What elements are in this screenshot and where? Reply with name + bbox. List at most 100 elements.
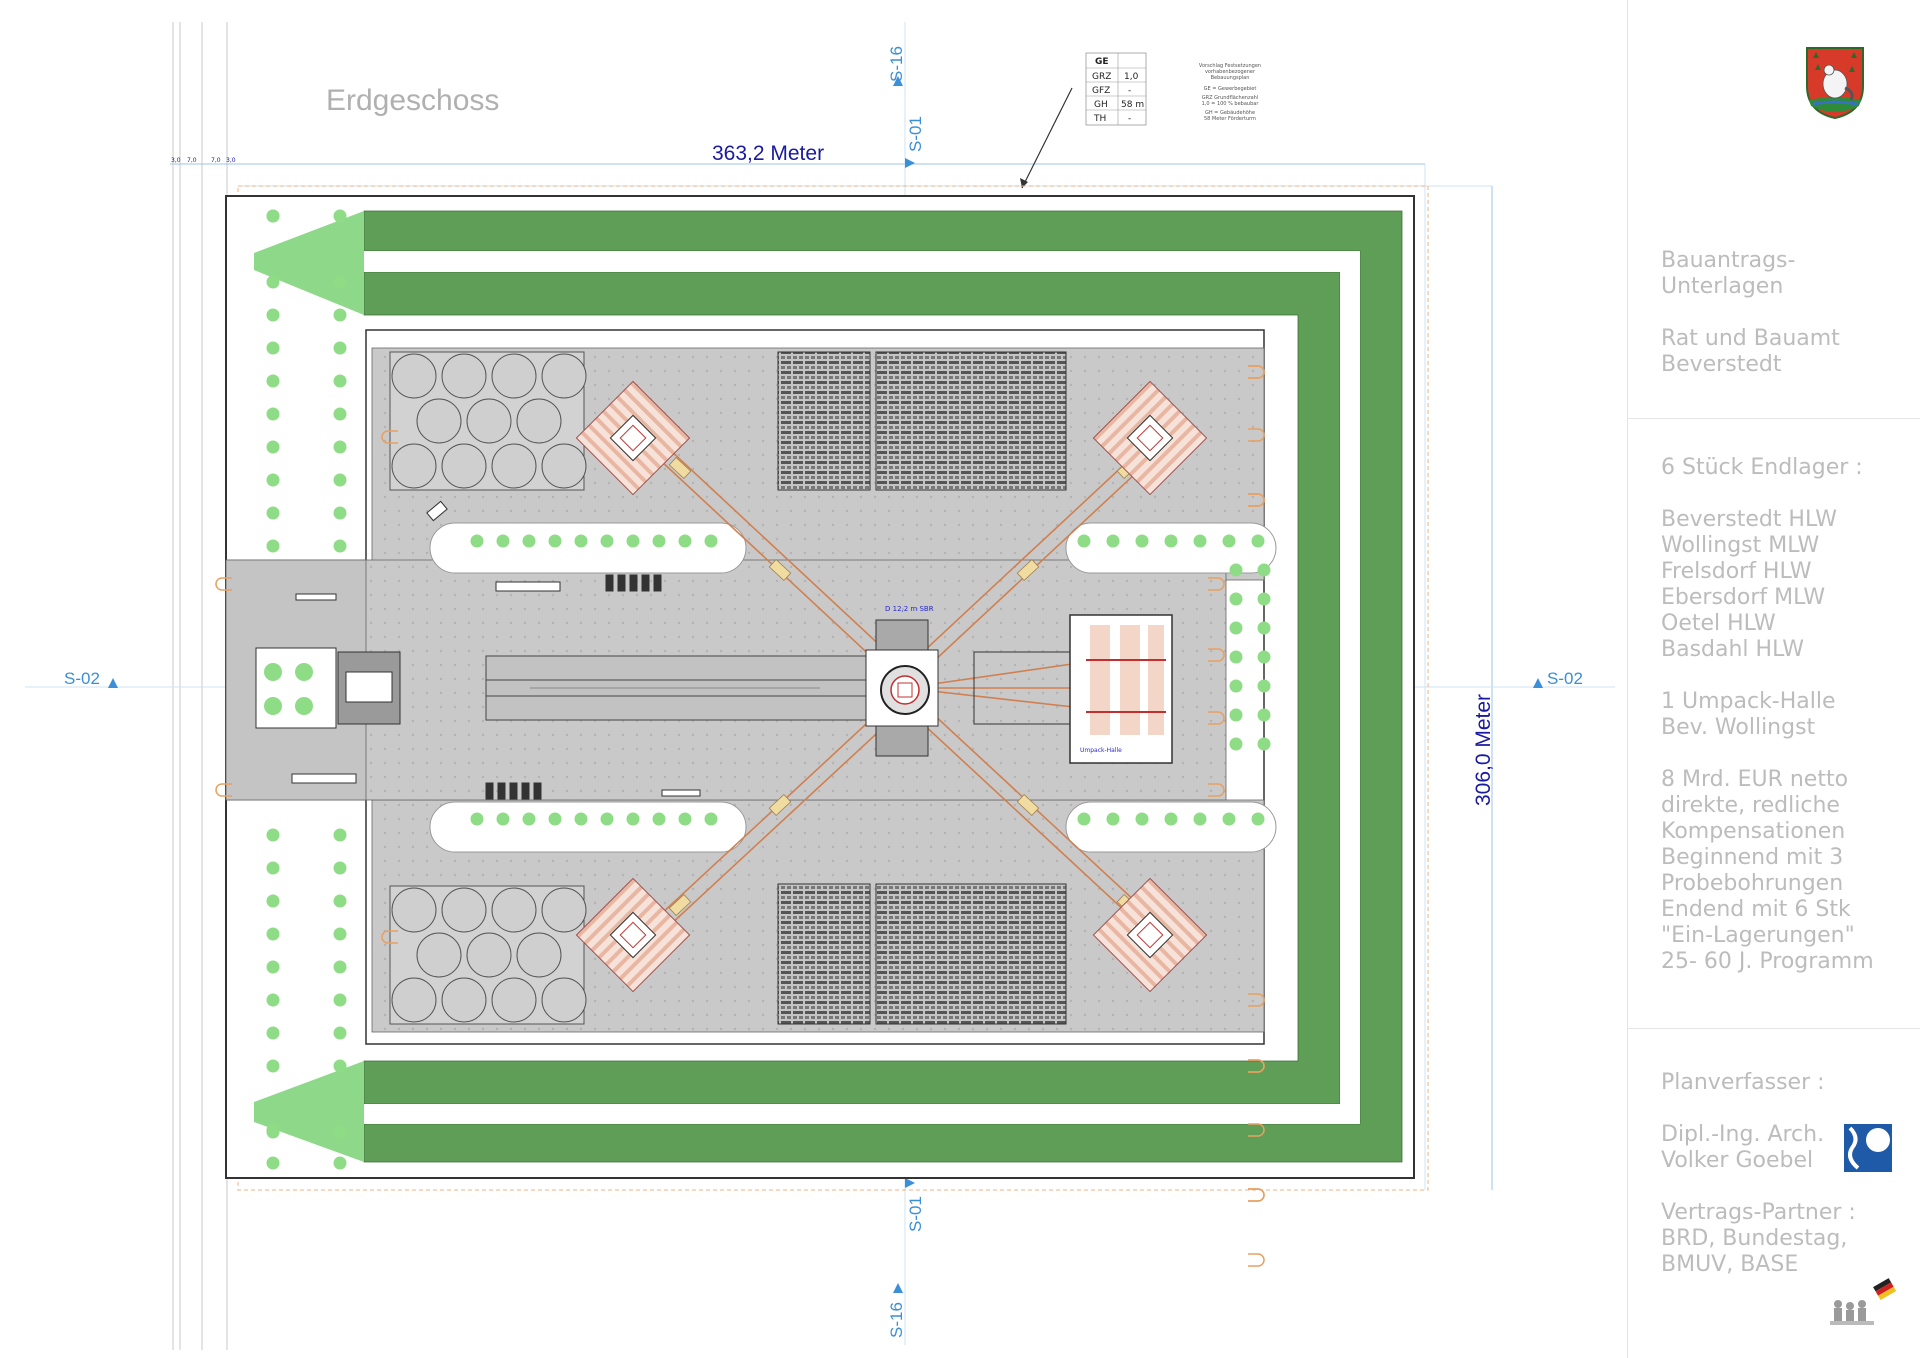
gate-marker bbox=[1248, 993, 1265, 1007]
site-line: Ebersdorf MLW bbox=[1661, 585, 1826, 610]
tree bbox=[1229, 708, 1243, 722]
tree bbox=[266, 275, 280, 289]
gate-marker bbox=[381, 430, 398, 444]
tree bbox=[266, 308, 280, 322]
tree bbox=[333, 539, 347, 553]
tree bbox=[1164, 812, 1178, 826]
gate-marker bbox=[1248, 493, 1265, 507]
gate-marker bbox=[381, 930, 398, 944]
gate-marker bbox=[215, 783, 232, 797]
tree bbox=[600, 534, 614, 548]
legend-note: 1,0 = 100 % bebaubar bbox=[1202, 101, 1260, 107]
section-markers: S-16 S-01 S-01 S-16 S-02 S-02 bbox=[64, 46, 1583, 1338]
legend-note: GE = Gewerbegebiet bbox=[1204, 86, 1257, 92]
tree bbox=[1222, 534, 1236, 548]
tree bbox=[266, 993, 280, 1007]
tree bbox=[333, 1125, 347, 1139]
tree bbox=[266, 960, 280, 974]
silo bbox=[416, 932, 462, 978]
tree bbox=[1106, 812, 1120, 826]
tree bbox=[333, 440, 347, 454]
municipal-crest-icon bbox=[1805, 46, 1865, 120]
silo bbox=[491, 353, 537, 399]
tree bbox=[1257, 708, 1271, 722]
tree bbox=[1257, 563, 1271, 577]
entrance-building bbox=[255, 647, 401, 729]
section-arrow-icon bbox=[893, 1283, 903, 1293]
silo bbox=[441, 353, 487, 399]
leader-line bbox=[1021, 87, 1073, 189]
tree bbox=[266, 407, 280, 421]
tree bbox=[266, 473, 280, 487]
tree bbox=[266, 1059, 280, 1073]
miners-figures-icon bbox=[1830, 1296, 1874, 1326]
section-label-s02-right: S-02 bbox=[1547, 669, 1583, 688]
tree bbox=[333, 473, 347, 487]
tree bbox=[333, 374, 347, 388]
silo bbox=[466, 398, 512, 444]
silo bbox=[516, 398, 562, 444]
tree bbox=[266, 341, 280, 355]
tree bbox=[522, 534, 536, 548]
hall-line: Bev. Wollingst bbox=[1661, 715, 1816, 740]
section-arrow-icon bbox=[905, 1178, 915, 1188]
project-block: Bauantrags- Unterlagen Rat und Bauamt Be… bbox=[1661, 248, 1911, 378]
planter-islands bbox=[429, 522, 1277, 853]
info-sidebar: Bauantrags- Unterlagen Rat und Bauamt Be… bbox=[1627, 0, 1920, 1358]
author-block: Planverfasser : Dipl.-Ing. Arch. Volker … bbox=[1661, 1070, 1911, 1278]
gate-marker bbox=[1248, 1253, 1265, 1267]
program-heading: 6 Stück Endlager : bbox=[1661, 455, 1863, 480]
section-arrow-icon bbox=[905, 158, 915, 168]
site-line: Beverstedt HLW bbox=[1661, 507, 1837, 532]
budget-line: 25- 60 J. Programm bbox=[1661, 949, 1874, 974]
gate-marker bbox=[1248, 1188, 1265, 1202]
budget-line: "Ein-Lagerungen" bbox=[1661, 923, 1855, 948]
tree bbox=[1257, 737, 1271, 751]
tree bbox=[1135, 812, 1149, 826]
tree bbox=[1229, 650, 1243, 664]
tree-markers bbox=[266, 209, 1271, 1170]
tree bbox=[1251, 812, 1265, 826]
section-label-s02-left: S-02 bbox=[64, 669, 100, 688]
tree bbox=[333, 828, 347, 842]
author-line: Dipl.-Ing. Arch. bbox=[1661, 1122, 1825, 1147]
gate-markers bbox=[215, 365, 1265, 1267]
zone-key: GH bbox=[1094, 100, 1108, 110]
section-arrow-icon bbox=[1533, 678, 1543, 688]
silo bbox=[441, 443, 487, 489]
silo bbox=[441, 887, 487, 933]
silo bbox=[391, 443, 437, 489]
site-line: Wollingst MLW bbox=[1661, 533, 1820, 558]
tree bbox=[496, 534, 510, 548]
tree bbox=[1106, 534, 1120, 548]
legend-note: GH = Gebäudehöhe bbox=[1205, 110, 1255, 116]
dim-label: 7,0 bbox=[211, 157, 221, 164]
tree bbox=[1257, 592, 1271, 606]
tree bbox=[522, 812, 536, 826]
dim-label: 3,0 bbox=[171, 157, 181, 164]
legend-note: GRZ Grundflächenzahl bbox=[1202, 95, 1258, 101]
legend-note: vorhabenbezogener bbox=[1205, 69, 1256, 75]
section-arrow-icon bbox=[108, 678, 118, 688]
tree bbox=[266, 506, 280, 520]
zone-header: GE bbox=[1095, 57, 1109, 67]
tree bbox=[548, 534, 562, 548]
zone-key: GRZ bbox=[1092, 72, 1111, 82]
tree bbox=[626, 534, 640, 548]
budget-line: Endend mit 6 Stk bbox=[1661, 897, 1851, 922]
tree bbox=[333, 275, 347, 289]
tree bbox=[1135, 534, 1149, 548]
tree bbox=[1257, 679, 1271, 693]
gate-marker bbox=[215, 577, 232, 591]
hall-line: 1 Umpack-Halle bbox=[1661, 689, 1836, 714]
tree bbox=[470, 534, 484, 548]
project-line: Unterlagen bbox=[1661, 274, 1784, 299]
tree bbox=[266, 440, 280, 454]
central-hub: D 12,2 m SBR bbox=[865, 605, 939, 757]
tree bbox=[1229, 679, 1243, 693]
gate-marker bbox=[1248, 428, 1265, 442]
gate-marker bbox=[1248, 1059, 1265, 1073]
floor-plan: 3,0 7,0 7,0 3,0 Erdgeschoss 363,2 Meter … bbox=[25, 22, 1615, 1350]
shaft-blocks bbox=[575, 380, 1208, 993]
tree bbox=[1257, 621, 1271, 635]
